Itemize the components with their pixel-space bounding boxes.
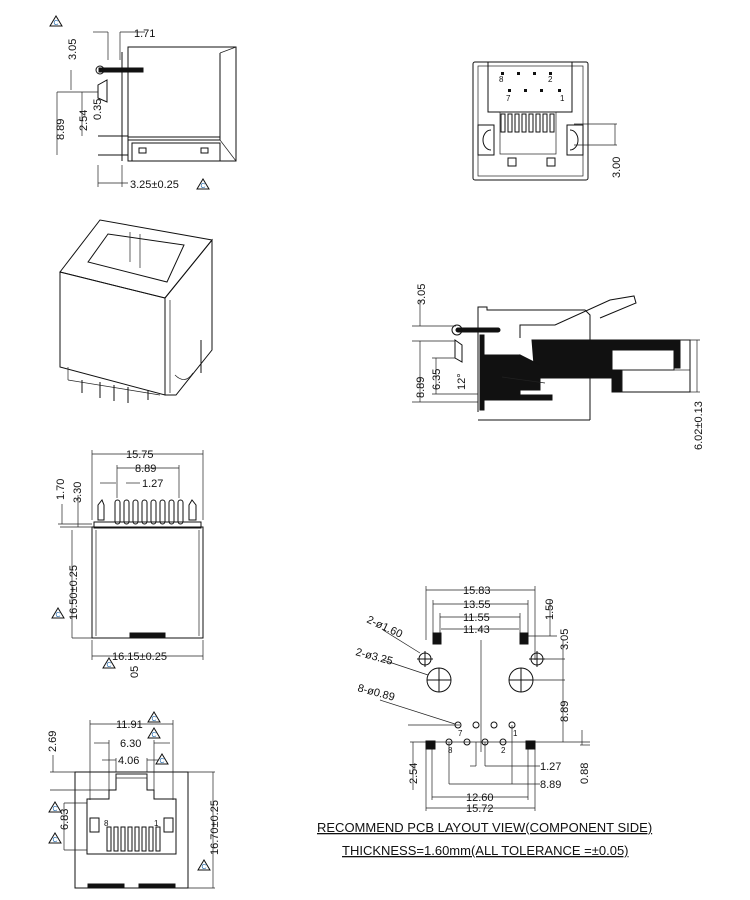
jack-face-view: 8 1 11.91 6.30 4.06 2.69 6.83 16.70±0.25… <box>47 711 221 889</box>
dim-8-89-horizontal: 8.89 <box>540 779 561 791</box>
dim-angle-12: 12° <box>456 373 468 390</box>
dim-16-15: 16.15±0.25 <box>112 651 167 663</box>
dim-3-05: 3.05 <box>559 629 571 650</box>
svg-text:C: C <box>202 864 207 871</box>
latch-slot <box>200 147 209 154</box>
revision-mark-icon: C <box>48 801 62 813</box>
mounting-holes <box>417 651 545 693</box>
revision-mark-icon: C <box>49 15 63 27</box>
dim-6-02: 6.02±0.13 <box>693 401 705 450</box>
pcb-pad <box>432 632 442 645</box>
pin-label-2: 2 <box>548 75 553 84</box>
dim-12-60: 12.60 <box>466 792 494 804</box>
guide-post <box>455 327 501 333</box>
dim-11-91: 11.91 <box>116 719 143 731</box>
dim-05: 05 <box>129 666 141 678</box>
isometric-view <box>59 219 213 403</box>
pcb-pad <box>519 632 529 645</box>
svg-text:C: C <box>152 732 157 739</box>
dim-15-72: 15.72 <box>466 803 494 815</box>
dim-1-71: 1.71 <box>134 28 155 40</box>
section-view: 3.05 8.89 6.35 12° 6.02±0.13 <box>412 284 705 450</box>
pcb-layout-title: RECOMMEND PCB LAYOUT VIEW(COMPONENT SIDE… <box>317 820 652 835</box>
pin-label-2: 2 <box>501 746 506 755</box>
signal-pin-holes <box>445 721 516 746</box>
dim-1-27: 1.27 <box>540 761 561 773</box>
revision-mark-icon: C <box>147 727 161 739</box>
dim-13-55: 13.55 <box>463 599 491 611</box>
dim-4-06: 4.06 <box>118 755 139 767</box>
dim-8-89: 8.89 <box>135 463 156 475</box>
iso-front-face <box>59 271 166 396</box>
jack-contacts <box>106 826 161 852</box>
contact-pins <box>500 113 555 133</box>
dim-2-54: 2.54 <box>408 763 420 784</box>
dim-0-35: 0.35 <box>92 99 104 120</box>
guide-post <box>98 67 144 73</box>
pin-label-8: 8 <box>448 746 453 755</box>
revision-mark-icon: C <box>196 178 210 190</box>
dim-6-83: 6.83 <box>59 809 71 830</box>
svg-text:C: C <box>152 716 157 723</box>
hole-callout-1-60: 2-ø1.60 <box>365 614 404 641</box>
revision-mark-icon: C <box>155 753 169 765</box>
revision-mark-icon: C <box>51 607 65 619</box>
dim-2-54: 2.54 <box>78 110 90 131</box>
svg-text:C: C <box>56 612 61 619</box>
dim-0-88: 0.88 <box>579 763 591 784</box>
dim-15-83: 15.83 <box>463 585 491 597</box>
dim-1-27: 1.27 <box>142 478 163 490</box>
revision-mark-icon: C <box>102 657 116 669</box>
dim-16-50: 16.50±0.25 <box>68 565 80 620</box>
dim-8-89: 8.89 <box>415 377 427 398</box>
dim-11-43: 11.43 <box>463 624 490 636</box>
dim-3-00: 3.00 <box>611 157 623 178</box>
dim-3-05: 3.05 <box>67 39 79 60</box>
hole-callout-0-89: 8-ø0.89 <box>356 682 396 703</box>
dim-16-70: 16.70±0.25 <box>209 800 221 855</box>
dim-3-25: 3.25±0.25 <box>130 179 179 191</box>
hole-callout-3-25: 2-ø3.25 <box>354 646 394 667</box>
dim-8-89-vertical: 8.89 <box>559 701 571 722</box>
pcb-layout-view: 7 1 8 2 15.83 13.55 11.55 11.43 1.50 3.0… <box>317 585 652 858</box>
svg-text:C: C <box>107 662 112 669</box>
svg-text:C: C <box>53 837 58 844</box>
pin-label-8: 8 <box>104 819 109 828</box>
dim-1-50: 1.50 <box>544 599 556 620</box>
thickness-note: THICKNESS=1.60mm(ALL TOLERANCE =±0.05) <box>342 843 629 858</box>
revision-mark-icon: C <box>147 711 161 723</box>
pcb-pad <box>425 740 436 750</box>
dim-11-55: 11.55 <box>463 612 490 624</box>
revision-mark-icon: C <box>197 859 211 871</box>
dim-3-30: 3.30 <box>72 482 84 503</box>
revision-mark-icon: C <box>48 832 62 844</box>
pin-label-7: 7 <box>506 94 511 103</box>
dim-6-30: 6.30 <box>120 738 141 750</box>
front-view: 8 2 7 1 3.00 <box>472 61 623 181</box>
pin-label-1: 1 <box>560 94 565 103</box>
dim-3-05: 3.05 <box>416 284 428 305</box>
side-view: C 3.05 1.71 8.89 2.54 0.35 3.25 <box>49 15 237 191</box>
top-view: 15.75 8.89 1.27 1.70 3.30 16.50±0.25 16.… <box>51 449 204 678</box>
dim-2-69: 2.69 <box>47 731 59 752</box>
latch-slot <box>138 147 147 154</box>
top-body-outline <box>91 526 204 639</box>
pcb-pad <box>525 740 536 750</box>
dim-15-75: 15.75 <box>126 449 154 461</box>
svg-text:C: C <box>54 20 59 27</box>
top-pins <box>97 499 197 525</box>
dim-6-35: 6.35 <box>431 369 443 390</box>
pin-label-1: 1 <box>154 819 159 828</box>
dim-8-89: 8.89 <box>55 119 67 140</box>
svg-text:C: C <box>201 183 206 190</box>
dim-1-70: 1.70 <box>55 479 67 500</box>
pin-label-7: 7 <box>458 729 463 738</box>
front-body-outline <box>472 61 589 181</box>
jack-body-outline <box>74 771 189 889</box>
svg-text:C: C <box>160 758 165 765</box>
pin-label-1: 1 <box>513 729 518 738</box>
pin-label-8: 8 <box>499 75 504 84</box>
svg-text:C: C <box>53 806 58 813</box>
